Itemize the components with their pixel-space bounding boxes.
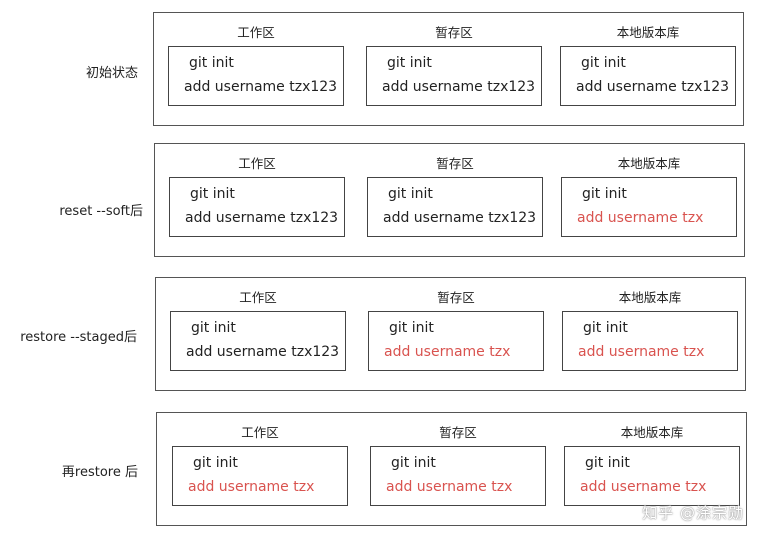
command-line-add: add username tzx [188,479,315,495]
command-line-add: add username tzx123 [184,79,338,95]
row-label: 初始状态 [85,66,138,81]
row-label: restore --staged后 [20,330,137,345]
command-line-add: add username tzx [578,344,705,360]
command-line-init: git init [583,320,628,336]
command-line-init: git init [585,455,630,471]
column-title: 暂存区 [436,156,474,171]
command-line-init: git init [189,55,234,71]
command-line-init: git init [191,320,236,336]
area-box: git init add username tzx123 [560,46,736,106]
row-label: 再restore 后 [61,465,138,480]
area-box: git init add username tzx [368,311,544,371]
area-box: git init add username tzx123 [367,177,543,237]
command-line-add: add username tzx [580,479,707,495]
area-box: git init add username tzx [172,446,348,506]
command-line-add: add username tzx123 [576,79,730,95]
command-line-add: add username tzx123 [382,79,536,95]
column-title: 工作区 [237,25,275,40]
watermark: 知乎 @涂宗勋 [642,504,744,522]
area-box: git init add username tzx [562,311,738,371]
command-line-add: add username tzx123 [186,344,340,360]
column-title: 本地版本库 [617,156,681,171]
command-line-init: git init [582,186,627,202]
area-box: git init add username tzx123 [169,177,345,237]
command-line-add: add username tzx123 [383,210,537,226]
column-title: 暂存区 [439,425,477,440]
command-line-init: git init [391,455,436,471]
column-title: 本地版本库 [616,25,680,40]
column-title: 工作区 [239,290,277,305]
area-box: git init add username tzx123 [366,46,542,106]
column-title: 本地版本库 [618,290,682,305]
command-line-init: git init [389,320,434,336]
command-line-add: add username tzx [577,210,704,226]
command-line-init: git init [581,55,626,71]
area-box: git init add username tzx123 [170,311,346,371]
row-label: reset --soft后 [59,204,143,219]
area-box: git init add username tzx123 [168,46,344,106]
column-title: 工作区 [238,156,276,171]
command-line-init: git init [388,186,433,202]
command-line-add: add username tzx [386,479,513,495]
column-title: 暂存区 [437,290,475,305]
column-title: 本地版本库 [620,425,684,440]
command-line-init: git init [387,55,432,71]
command-line-add: add username tzx [384,344,511,360]
column-title: 暂存区 [435,25,473,40]
command-line-add: add username tzx123 [185,210,339,226]
area-box: git init add username tzx [564,446,740,506]
command-line-init: git init [190,186,235,202]
column-title: 工作区 [241,425,279,440]
command-line-init: git init [193,455,238,471]
area-box: git init add username tzx [561,177,737,237]
area-box: git init add username tzx [370,446,546,506]
